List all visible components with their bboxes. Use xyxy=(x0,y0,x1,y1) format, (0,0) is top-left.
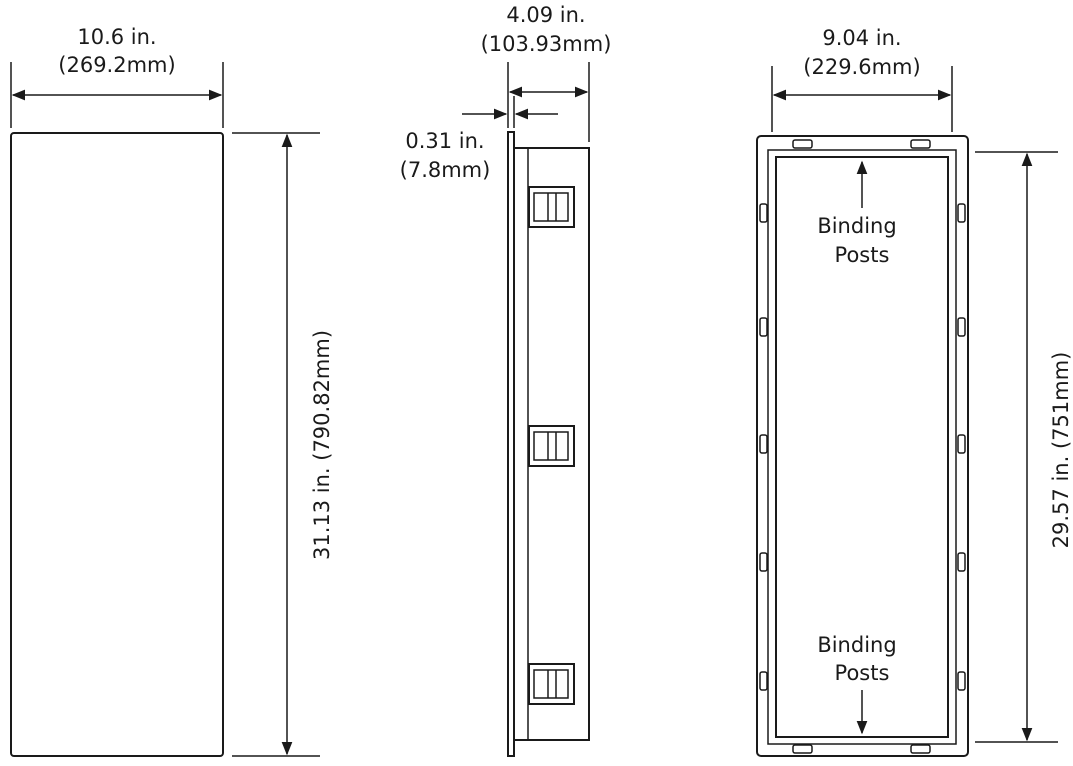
bottom-binding-posts-label-line1: Binding xyxy=(817,633,896,657)
back-cutout xyxy=(775,156,949,738)
back-width-inches: 9.04 in. xyxy=(822,26,901,50)
front-grille-panel xyxy=(10,132,224,757)
top-binding-posts-label-line2: Posts xyxy=(835,243,890,267)
side-mount-clamp-bottom xyxy=(528,663,575,705)
side-depth-inches: 4.09 in. xyxy=(506,3,585,27)
front-view: 10.6 in. (269.2mm) 31.13 in. (790.82mm) xyxy=(10,25,334,757)
back-frame-inner xyxy=(767,149,957,745)
top-binding-posts-label-line1: Binding xyxy=(817,214,896,238)
side-mount-clamp-top xyxy=(528,186,575,228)
side-bezel-inches: 0.31 in. xyxy=(405,129,484,153)
front-width-mm: (269.2mm) xyxy=(58,53,175,77)
back-width-mm: (229.6mm) xyxy=(803,55,920,79)
side-depth-mm: (103.93mm) xyxy=(481,32,612,56)
front-width-inches: 10.6 in. xyxy=(77,25,156,49)
side-view: 4.09 in. (103.93mm) 0.31 in. (7.8mm) xyxy=(400,3,612,757)
back-height-label: 29.57 in. (751mm) xyxy=(1049,352,1073,549)
front-height-label: 31.13 in. (790.82mm) xyxy=(310,330,334,560)
back-frame-outer xyxy=(756,135,969,757)
bottom-binding-posts-label-line2: Posts xyxy=(835,661,890,685)
side-bezel-mm: (7.8mm) xyxy=(400,158,491,182)
side-mount-clamp-middle xyxy=(528,425,575,467)
back-view: 9.04 in. (229.6mm) 29.57 in. (751mm) Bin… xyxy=(756,26,1073,757)
